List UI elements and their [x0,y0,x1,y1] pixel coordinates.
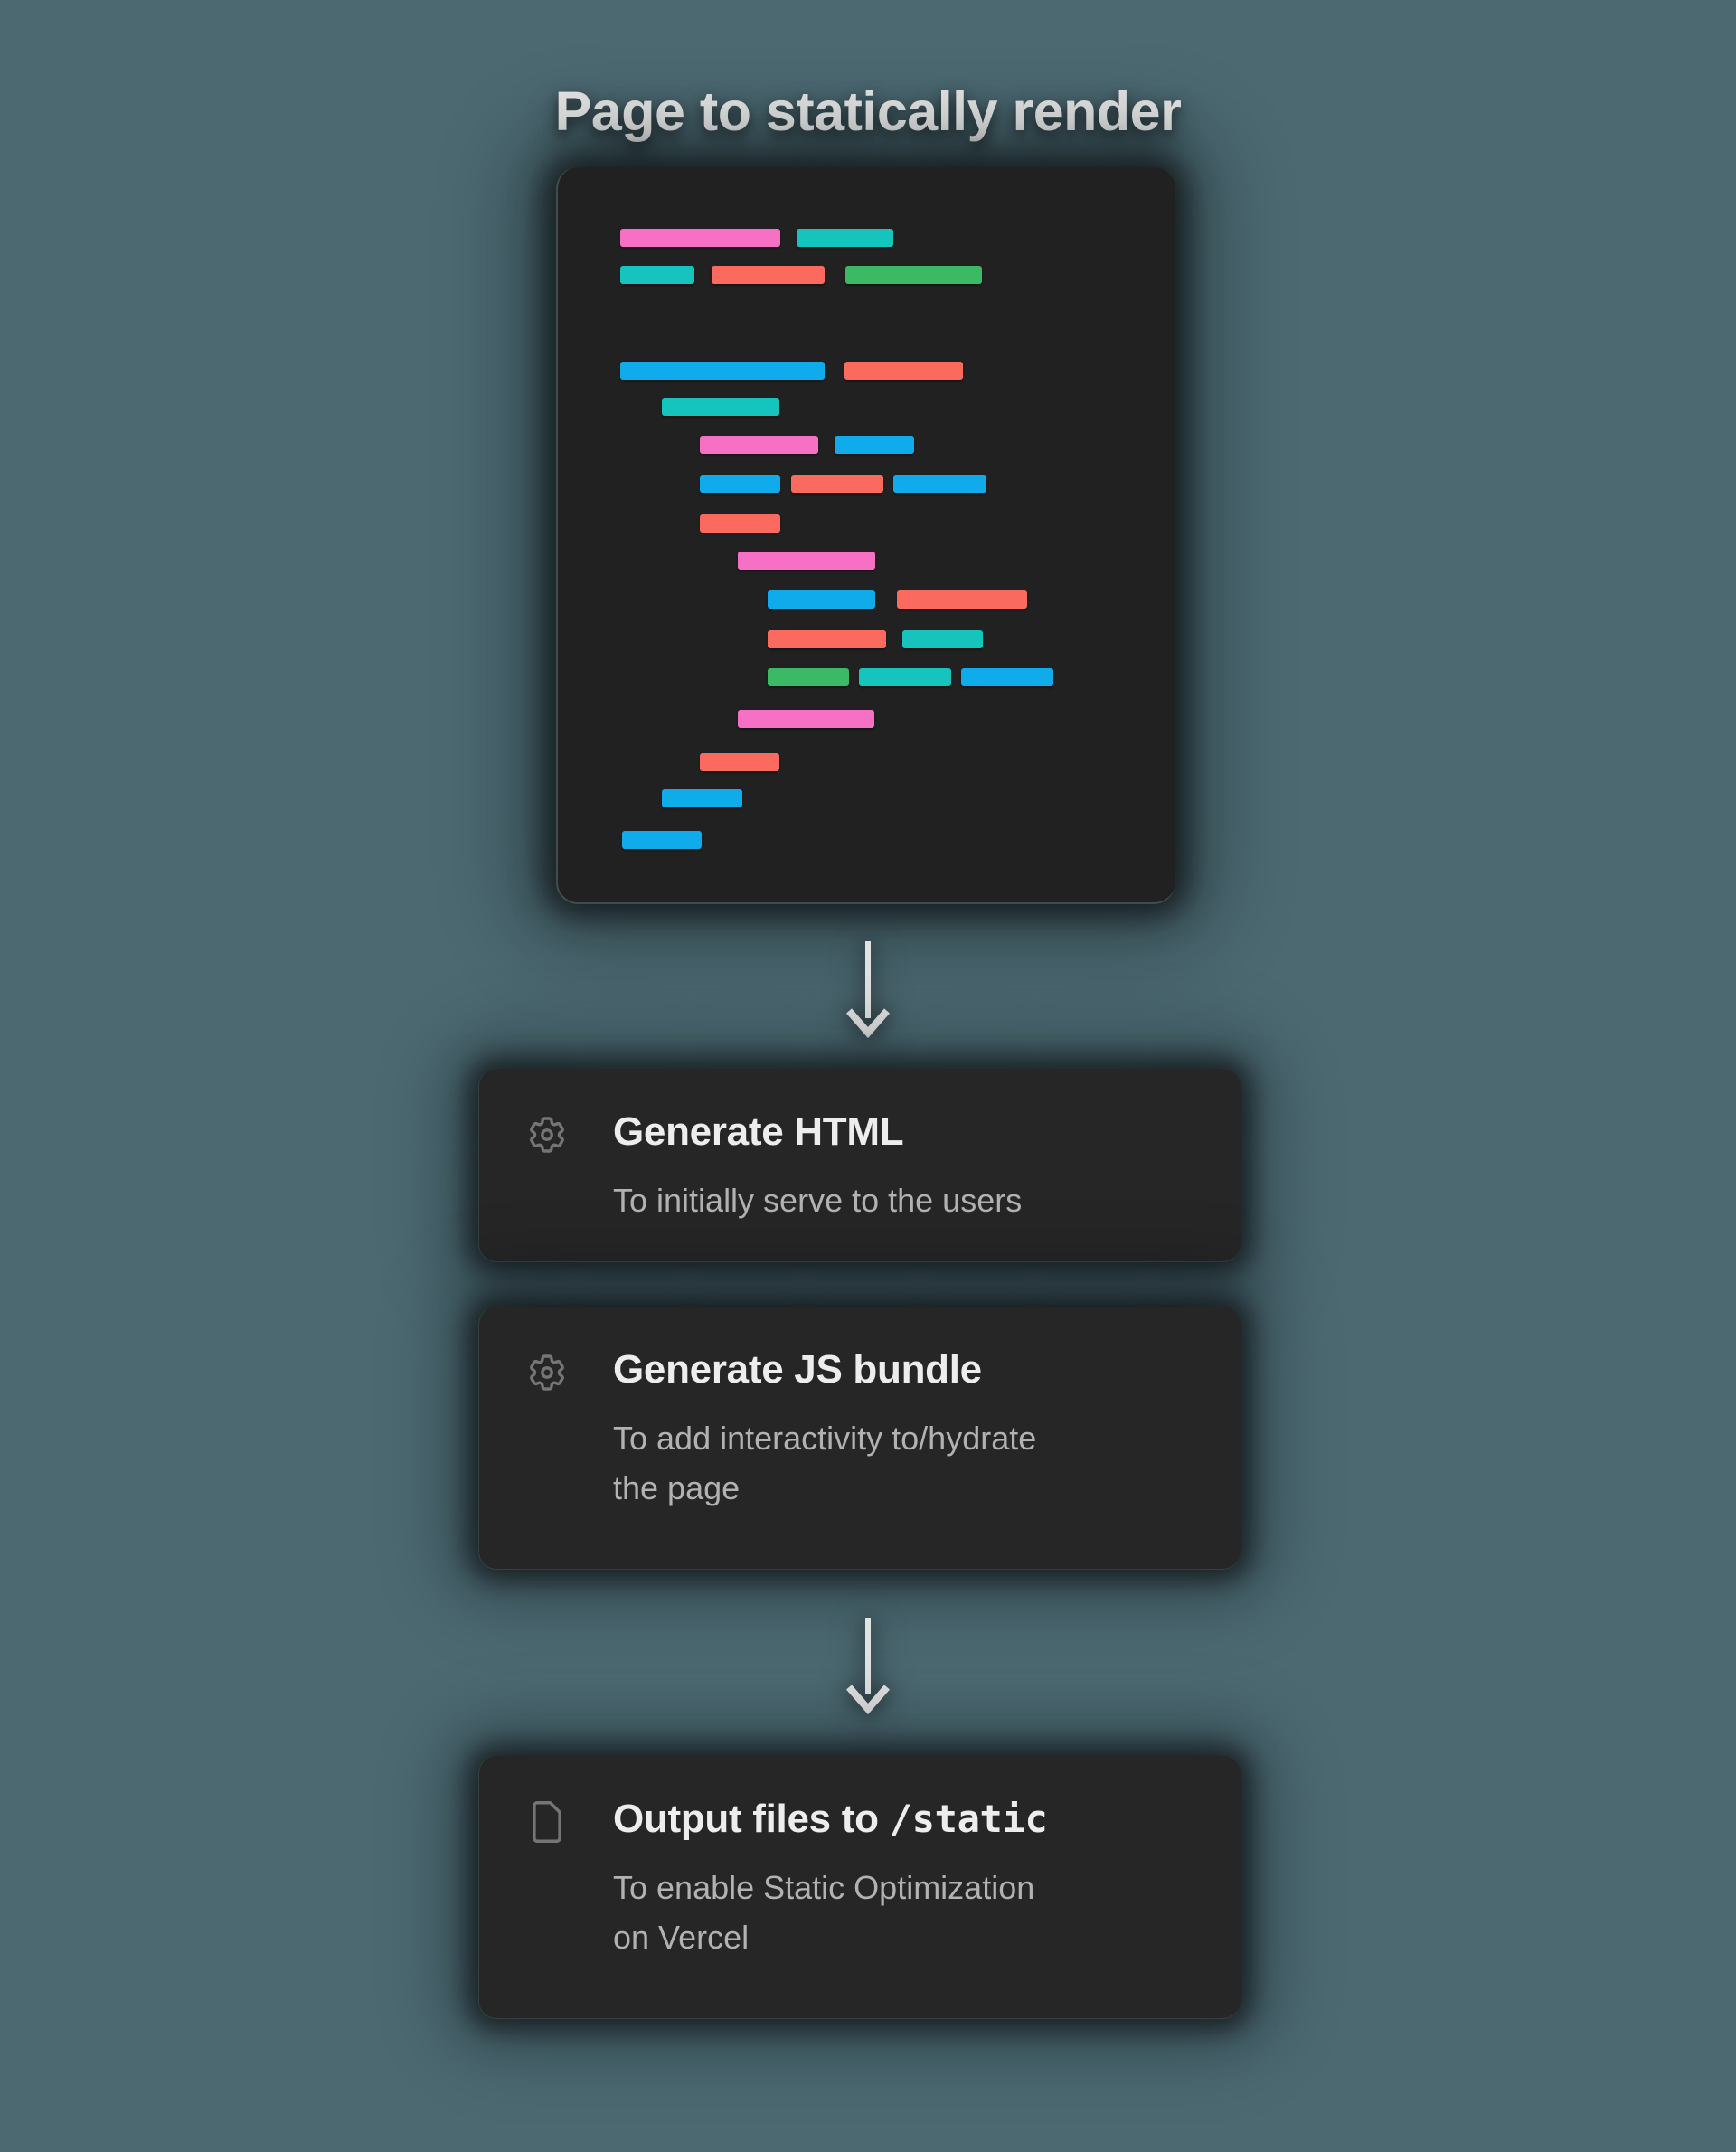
code-line-bar [700,514,780,533]
code-line-bar [902,630,983,648]
card-title: Generate HTML [613,1109,904,1154]
card-subtitle: To initially serve to the users [613,1182,1023,1219]
gear-icon [525,1113,569,1156]
card-title: Generate JS bundle [613,1347,982,1392]
code-editor-panel [556,167,1175,904]
code-line-bar [768,630,886,648]
code-line-bar [700,475,780,493]
code-line-bar [768,668,849,686]
code-line-bar [738,710,874,728]
code-line-bar [700,753,779,771]
code-line-bar [893,475,986,493]
card-title-text: Output files to [613,1797,890,1841]
code-line-bar [712,266,825,284]
code-line-bar [738,552,875,570]
arrow-down-icon [841,1615,895,1716]
code-line-bar [662,789,742,807]
card-subtitle: To enable Static Optimization on Vercel [613,1869,1035,1956]
arrow-down-icon [841,939,895,1040]
code-line-bar [620,266,694,284]
code-line-bar [835,436,914,454]
gear-icon [525,1351,569,1394]
code-line-bar [622,831,702,849]
code-line-bar [768,590,875,609]
code-line-bar [844,362,963,380]
code-line-bar [845,266,982,284]
code-line-bar [620,362,825,380]
code-line-bar [897,590,1027,609]
card-subtitle: To add interactivity to/hydrate the page [613,1420,1037,1506]
card-title-code: /static [889,1797,1048,1841]
code-line-bar [859,668,951,686]
code-line-bar [620,229,780,247]
code-line-bar [700,436,818,454]
code-line-bar [961,668,1053,686]
file-icon [525,1800,569,1844]
step-card-output-files: Output files to /static To enable Static… [478,1756,1241,2019]
code-line-bar [662,398,779,416]
code-line-bar [797,229,893,247]
step-card-generate-js-bundle: Generate JS bundle To add interactivity … [478,1307,1241,1570]
code-line-bar [791,475,883,493]
card-title: Output files to /static [613,1796,1204,1843]
page-title: Page to statically render [554,80,1182,142]
step-card-generate-html: Generate HTML To initially serve to the … [478,1069,1241,1262]
